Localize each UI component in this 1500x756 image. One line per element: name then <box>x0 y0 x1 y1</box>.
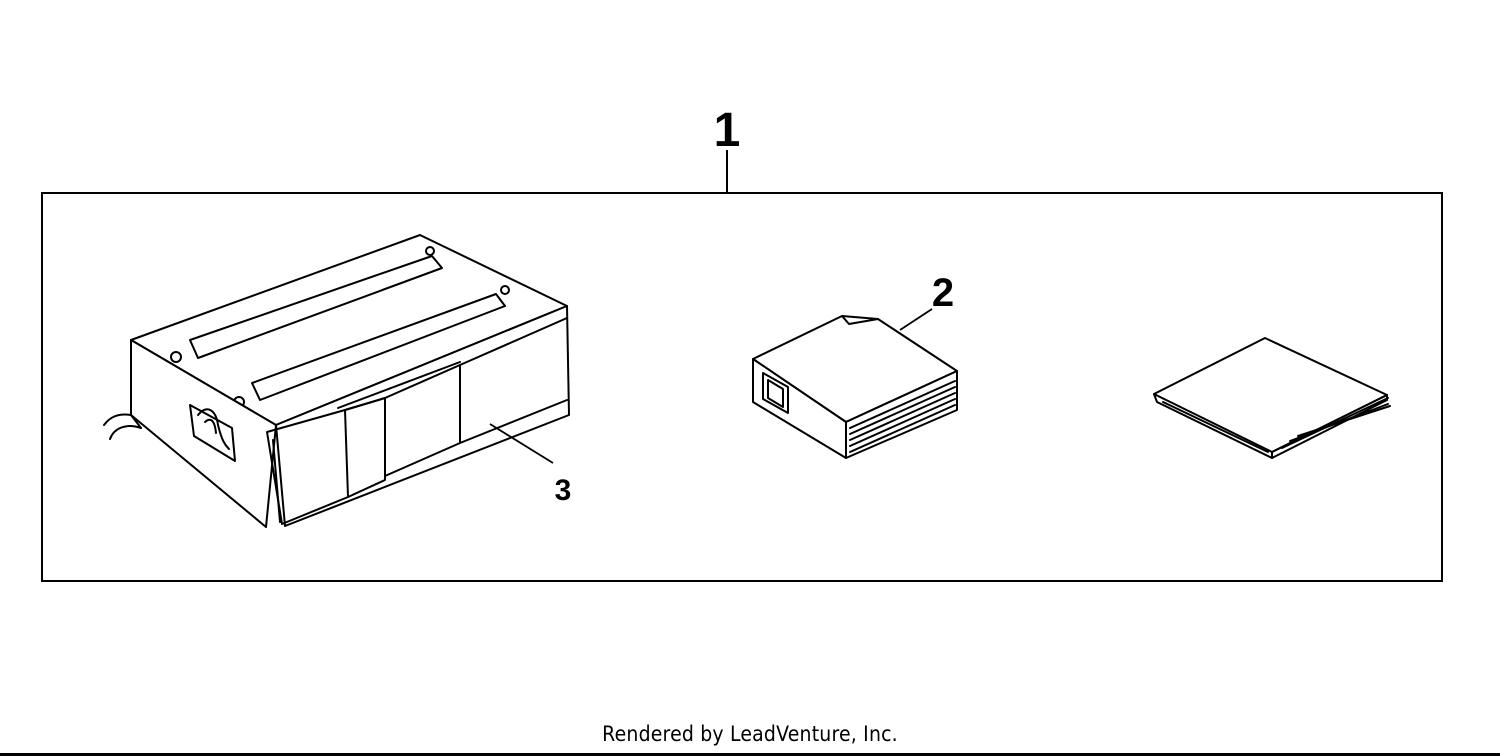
bottom-divider <box>0 753 1500 756</box>
cd-changer-illustration <box>103 234 570 528</box>
callout-1[interactable]: 1 <box>714 104 741 157</box>
callout-2-leader <box>899 308 933 331</box>
callout-2[interactable]: 2 <box>932 271 954 315</box>
footer-credit: Rendered by LeadVenture, Inc. <box>602 722 898 746</box>
manual-booklet-illustration <box>1153 337 1391 459</box>
kit-group: 1 <box>41 104 1443 582</box>
disc-cartridge-illustration <box>752 315 958 459</box>
callout-3[interactable]: 3 <box>555 474 572 507</box>
kit-outline-box <box>41 192 1443 582</box>
callout-3-group: 3 <box>489 423 572 507</box>
callout-3-leader <box>489 423 554 464</box>
callout-2-group: 2 <box>899 271 954 331</box>
